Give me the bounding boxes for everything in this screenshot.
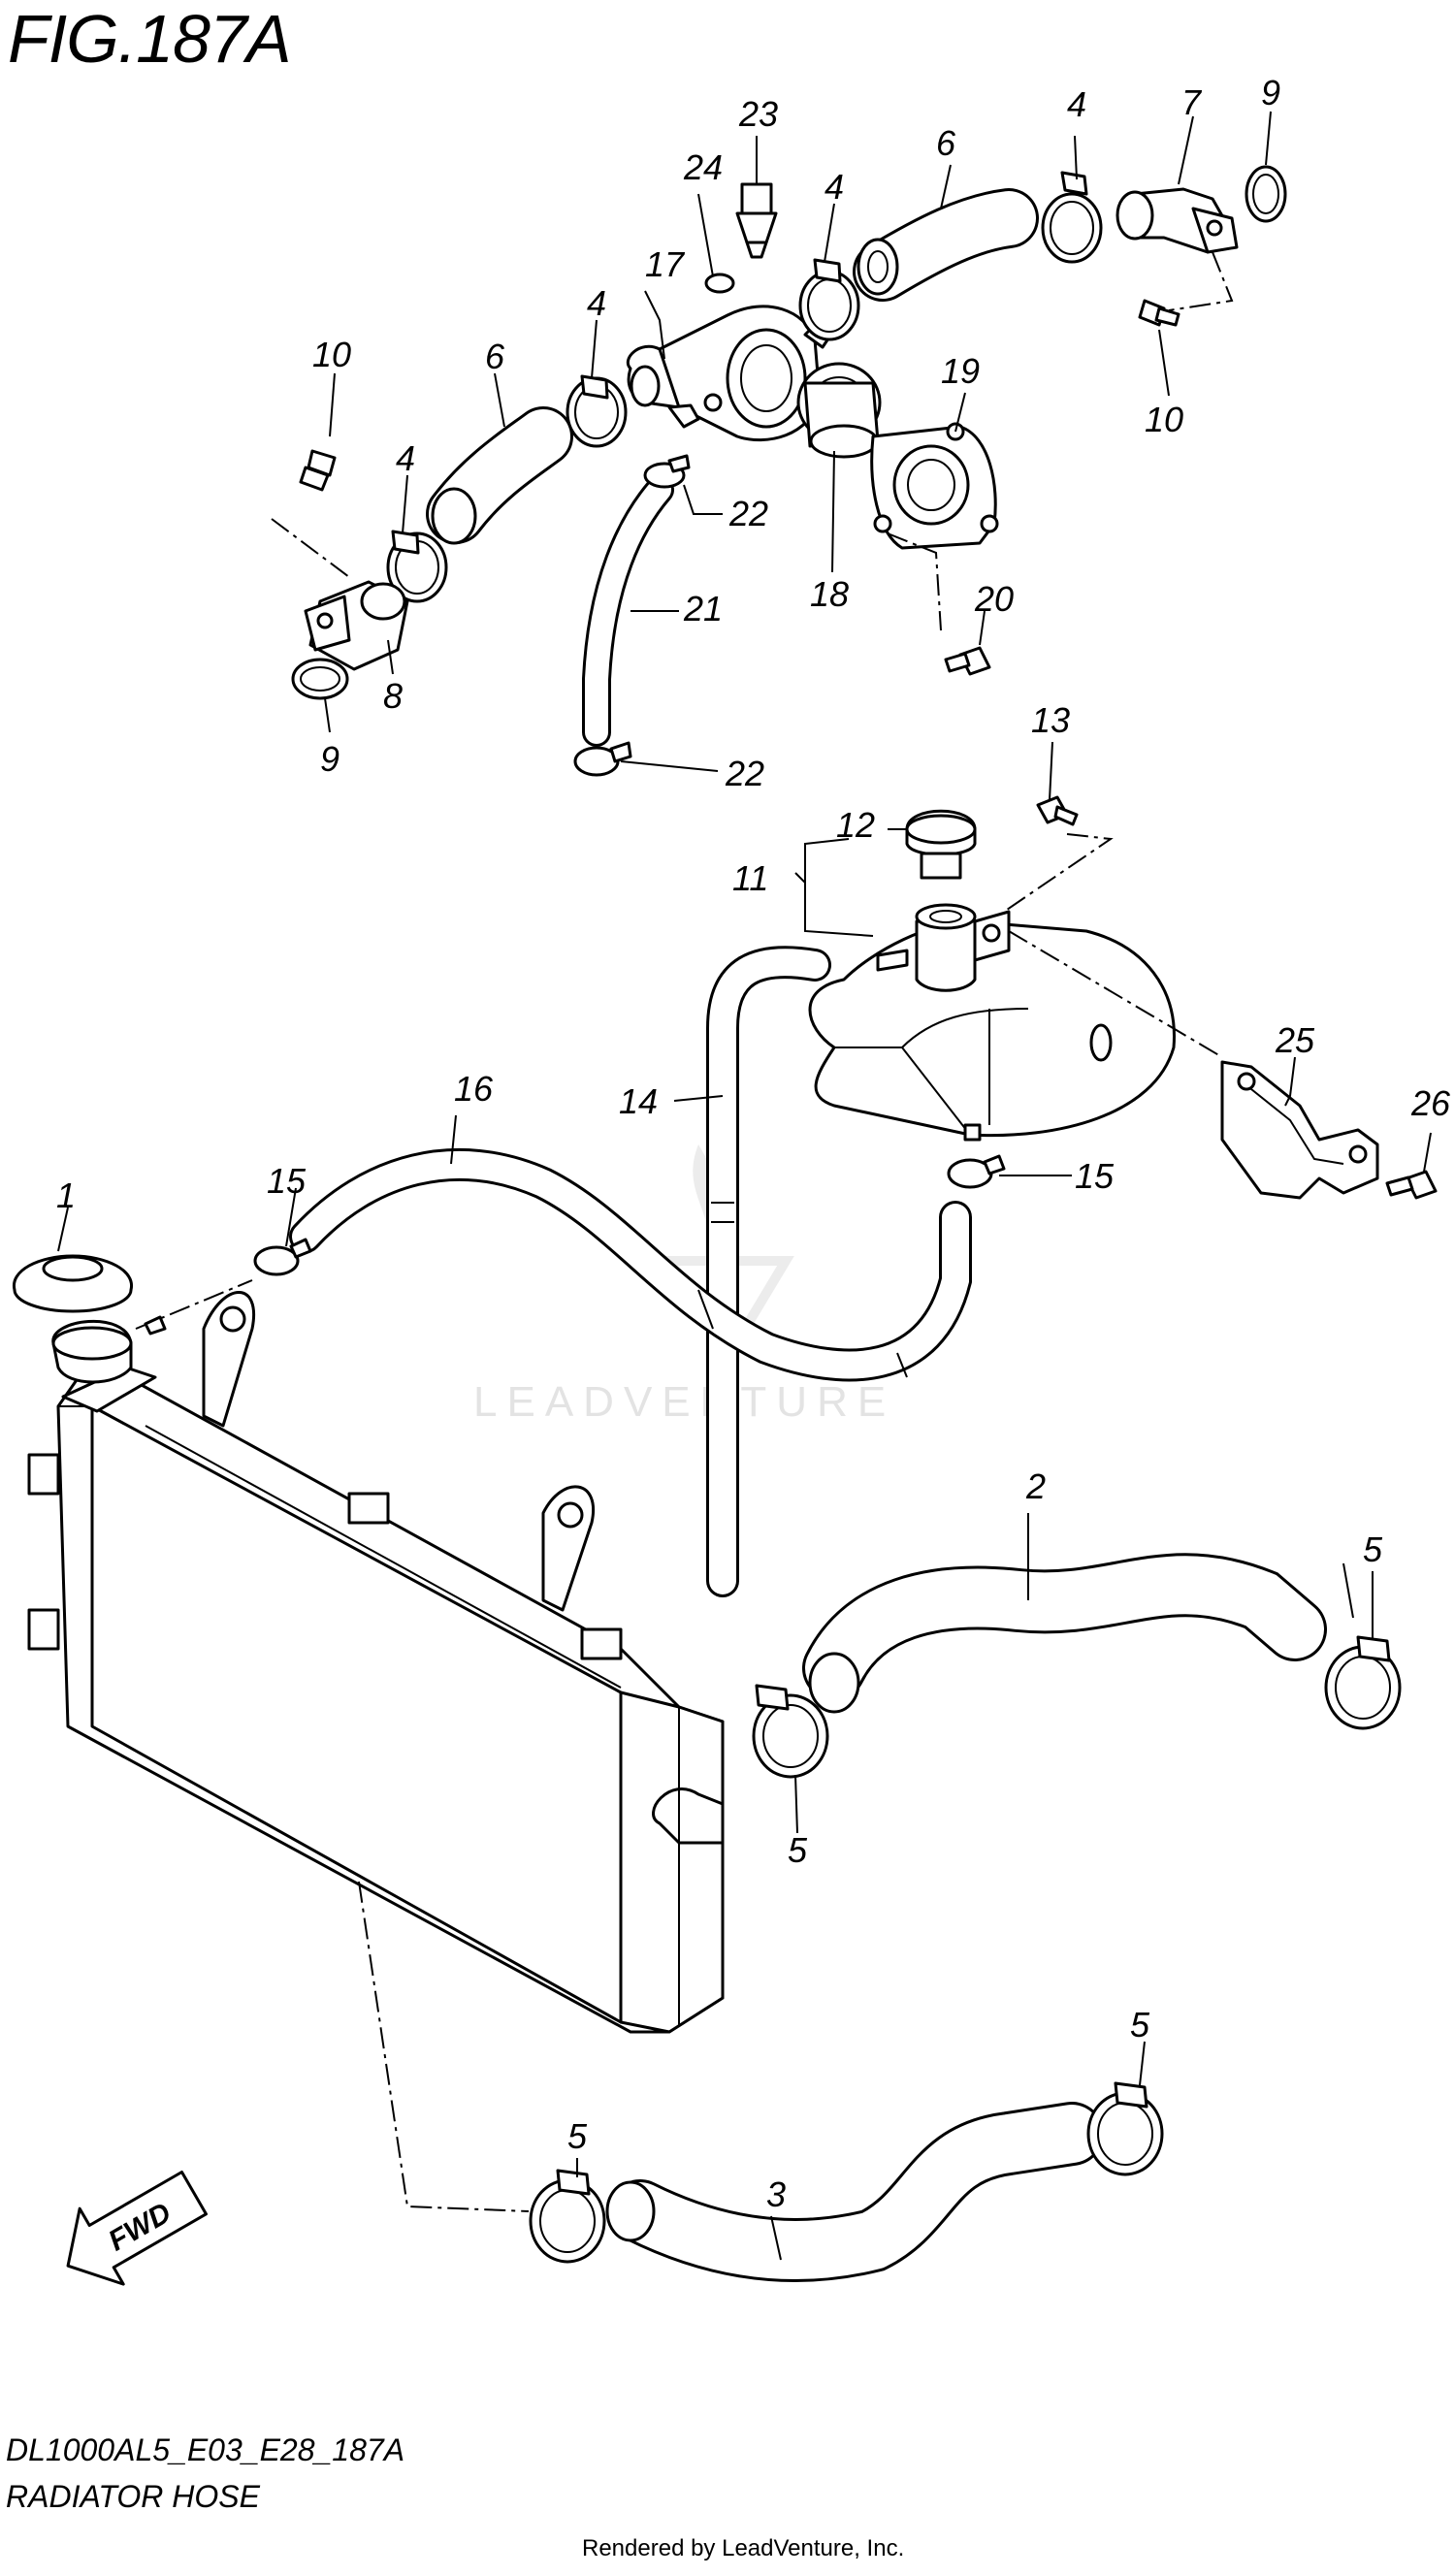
water-hose-upper[interactable]	[853, 188, 1039, 302]
callout-6-b: 6	[485, 337, 505, 376]
watermark-text: LEADVENTURE	[473, 1378, 895, 1426]
gasket[interactable]	[704, 273, 735, 294]
o-ring-9-left[interactable]	[291, 658, 349, 700]
callout-4-a: 4	[1067, 84, 1086, 124]
figure-title: FIG.187A	[8, 1, 292, 77]
callout-5-d: 5	[567, 2116, 588, 2156]
callout-5-c: 5	[1130, 2005, 1150, 2045]
hose-clamp-4-c[interactable]	[566, 374, 628, 448]
bolt-13[interactable]	[1003, 795, 1114, 913]
callout-25: 25	[1275, 1020, 1315, 1060]
o-ring-9-right[interactable]	[1245, 165, 1287, 223]
callout-24: 24	[683, 147, 723, 187]
figure-code: DL1000AL5_E03_E28_187A	[6, 2432, 405, 2467]
callout-4-c: 4	[587, 283, 606, 323]
render-credit: Rendered by LeadVenture, Inc.	[582, 2535, 905, 2561]
callout-5-a: 5	[1363, 1530, 1383, 1569]
callout-9-a: 9	[1261, 73, 1280, 113]
callout-7: 7	[1181, 82, 1203, 122]
radiator-inlet-hose[interactable]	[605, 2102, 1104, 2282]
thermostat-case[interactable]	[626, 305, 836, 442]
callout-22-b: 22	[725, 754, 764, 793]
radiator-outlet-hose[interactable]	[802, 1553, 1327, 1714]
overflow-hose[interactable]	[706, 946, 831, 1597]
hose-clamp-5-c[interactable]	[1086, 2081, 1164, 2176]
callout-16: 16	[454, 1069, 494, 1109]
figure-name: RADIATOR HOSE	[6, 2479, 260, 2514]
clip-22-bottom[interactable]	[573, 741, 632, 777]
reservoir-tank[interactable]	[808, 903, 1176, 1142]
hose-clamp-4-b[interactable]	[798, 258, 860, 341]
thermostat[interactable]	[796, 362, 882, 459]
bolt-20[interactable]	[944, 646, 991, 676]
callout-4-b: 4	[824, 167, 844, 207]
reservoir-cap[interactable]	[905, 809, 977, 880]
bypass-hose[interactable]	[582, 475, 674, 747]
radiator[interactable]	[27, 1291, 725, 2034]
callout-10-a: 10	[1145, 400, 1183, 439]
callout-14: 14	[619, 1081, 658, 1121]
leader-lines	[57, 111, 1432, 2261]
water-hose-lower[interactable]	[426, 406, 573, 545]
callout-13: 13	[1031, 700, 1070, 740]
callout-6-a: 6	[936, 123, 956, 163]
callout-3: 3	[766, 2174, 786, 2214]
callout-4-d: 4	[396, 438, 415, 478]
radiator-cap[interactable]	[13, 1254, 253, 1336]
hose-clamp-5-a[interactable]	[1324, 1635, 1402, 1730]
callout-15-b: 15	[1075, 1156, 1115, 1196]
callout-12: 12	[836, 805, 875, 845]
bolt-10-left[interactable]	[299, 449, 337, 492]
forward-arrow-icon: FWD	[66, 2171, 208, 2286]
tank-bracket[interactable]	[1008, 930, 1379, 1200]
temperature-sensor[interactable]	[735, 182, 778, 259]
callout-26: 26	[1410, 1083, 1451, 1123]
callout-20: 20	[974, 579, 1014, 619]
callout-9-b: 9	[320, 739, 340, 779]
callout-18: 18	[810, 574, 849, 614]
assembly-line-radiator-inlet	[358, 1881, 530, 2212]
water-union-8[interactable]	[271, 518, 409, 671]
callout-1: 1	[56, 1175, 76, 1215]
callout-8: 8	[383, 676, 403, 716]
clip-22-top[interactable]	[643, 454, 691, 489]
hose-clamp-4-a[interactable]	[1041, 171, 1103, 264]
hose-clamp-5-d[interactable]	[529, 2169, 606, 2264]
bolt-26[interactable]	[1385, 1170, 1438, 1200]
callout-11: 11	[732, 858, 768, 898]
callout-15-a: 15	[267, 1161, 307, 1201]
callout-5-b: 5	[788, 1830, 808, 1870]
callout-2: 2	[1025, 1466, 1046, 1506]
reservoir-hose[interactable]	[289, 1148, 972, 1382]
clip-15-left[interactable]	[253, 1238, 312, 1276]
callout-21: 21	[683, 589, 723, 628]
callout-labels: 1 2 3 4 4 4 4 5 5 5 5 6 6 7 8 9 9 10 10 …	[56, 73, 1451, 2214]
clip-15-right[interactable]	[947, 1154, 1006, 1189]
hose-clamp-4-d[interactable]	[386, 530, 448, 603]
callout-17: 17	[645, 244, 686, 284]
callout-19: 19	[941, 351, 980, 391]
water-union-7[interactable]	[1116, 187, 1239, 311]
callout-22-a: 22	[728, 494, 768, 533]
callout-23: 23	[738, 94, 778, 134]
bolt-10-right[interactable]	[1138, 299, 1180, 327]
hose-clamp-5-b[interactable]	[752, 1684, 829, 1779]
thermostat-cover[interactable]	[870, 422, 999, 631]
callout-10-b: 10	[312, 335, 351, 374]
